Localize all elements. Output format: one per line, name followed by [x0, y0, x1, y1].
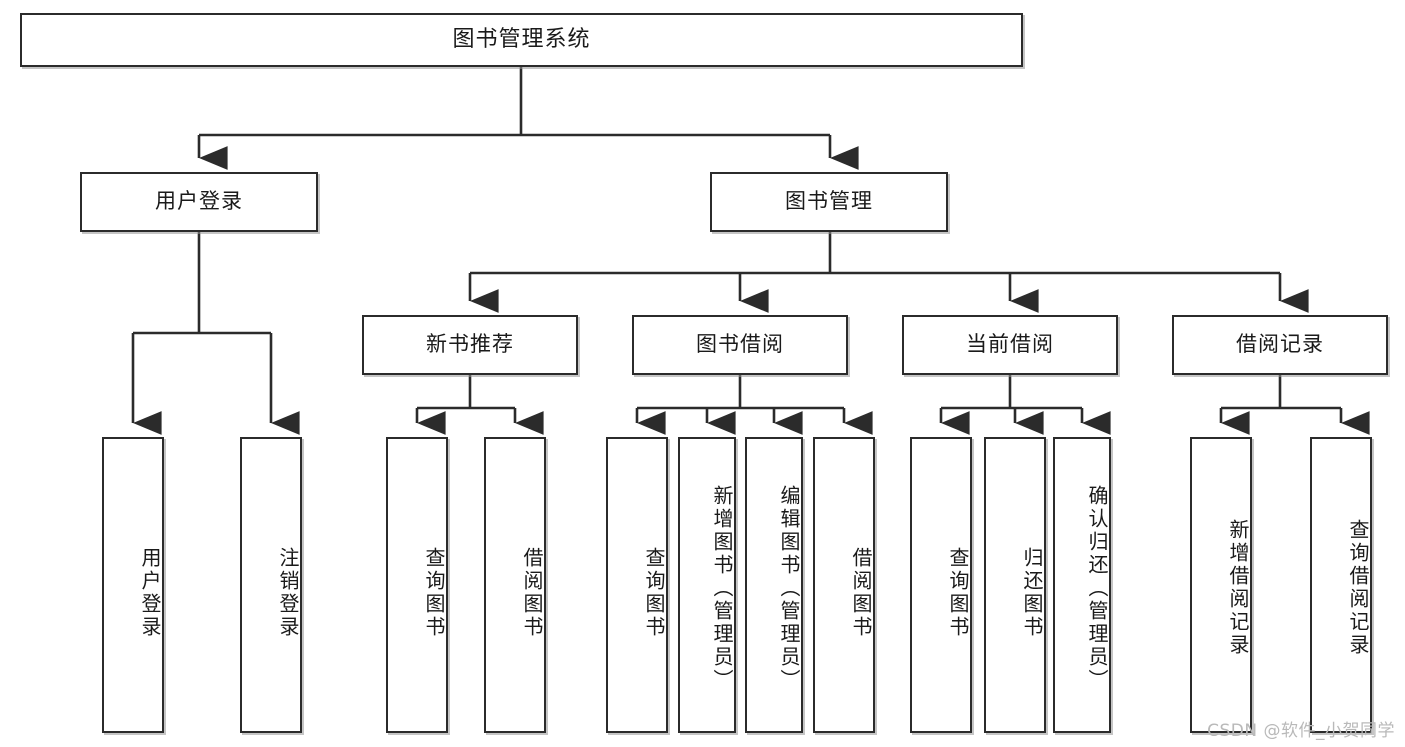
node-borrowing-records[interactable]: 借阅记录: [1172, 315, 1388, 375]
node-leaf-add-book-admin[interactable]: 新增图书（管理员）: [678, 437, 736, 733]
node-label: 用户登录: [155, 189, 243, 214]
node-label: 查询图书: [946, 547, 970, 639]
node-leaf-logout[interactable]: 注销登录: [240, 437, 302, 733]
node-label: 确认归还（管理员）: [1085, 484, 1109, 692]
node-leaf-query-borrow-record[interactable]: 查询借阅记录: [1310, 437, 1372, 733]
node-label: 查询图书: [422, 547, 446, 639]
node-label: 注销登录: [276, 547, 300, 639]
node-label: 查询借阅记录: [1346, 519, 1370, 657]
node-label: 查询图书: [642, 547, 666, 639]
node-label: 借阅图书: [849, 547, 873, 639]
node-leaf-return-books[interactable]: 归还图书: [984, 437, 1046, 733]
node-label: 当前借阅: [966, 332, 1054, 357]
node-leaf-borrow-books-newbook[interactable]: 借阅图书: [484, 437, 546, 733]
node-leaf-confirm-return-admin[interactable]: 确认归还（管理员）: [1053, 437, 1111, 733]
node-book-management[interactable]: 图书管理: [710, 172, 948, 232]
node-leaf-query-books-newbook[interactable]: 查询图书: [386, 437, 448, 733]
node-root-book-management-system[interactable]: 图书管理系统: [20, 13, 1023, 67]
node-label: 图书借阅: [696, 332, 784, 357]
node-new-book-recommendation[interactable]: 新书推荐: [362, 315, 578, 375]
node-leaf-query-books-current[interactable]: 查询图书: [910, 437, 972, 733]
node-label: 归还图书: [1020, 547, 1044, 639]
node-leaf-user-login[interactable]: 用户登录: [102, 437, 164, 733]
node-label: 编辑图书（管理员）: [777, 484, 801, 692]
node-leaf-borrow-books[interactable]: 借阅图书: [813, 437, 875, 733]
node-label: 新增借阅记录: [1226, 519, 1250, 657]
node-current-borrowing[interactable]: 当前借阅: [902, 315, 1118, 375]
node-user-login[interactable]: 用户登录: [80, 172, 318, 232]
node-leaf-add-borrow-record[interactable]: 新增借阅记录: [1190, 437, 1252, 733]
node-label: 图书管理系统: [452, 26, 591, 52]
node-label: 借阅记录: [1236, 332, 1324, 357]
node-label: 用户登录: [138, 547, 162, 639]
csdn-watermark: CSDN @软件_小贺同学: [1207, 721, 1395, 741]
node-leaf-query-books-borrow[interactable]: 查询图书: [606, 437, 668, 733]
node-label: 图书管理: [785, 189, 873, 214]
node-book-borrowing[interactable]: 图书借阅: [632, 315, 848, 375]
node-leaf-edit-book-admin[interactable]: 编辑图书（管理员）: [745, 437, 803, 733]
node-label: 新增图书（管理员）: [710, 484, 734, 692]
node-label: 新书推荐: [426, 332, 514, 357]
node-label: 借阅图书: [520, 547, 544, 639]
